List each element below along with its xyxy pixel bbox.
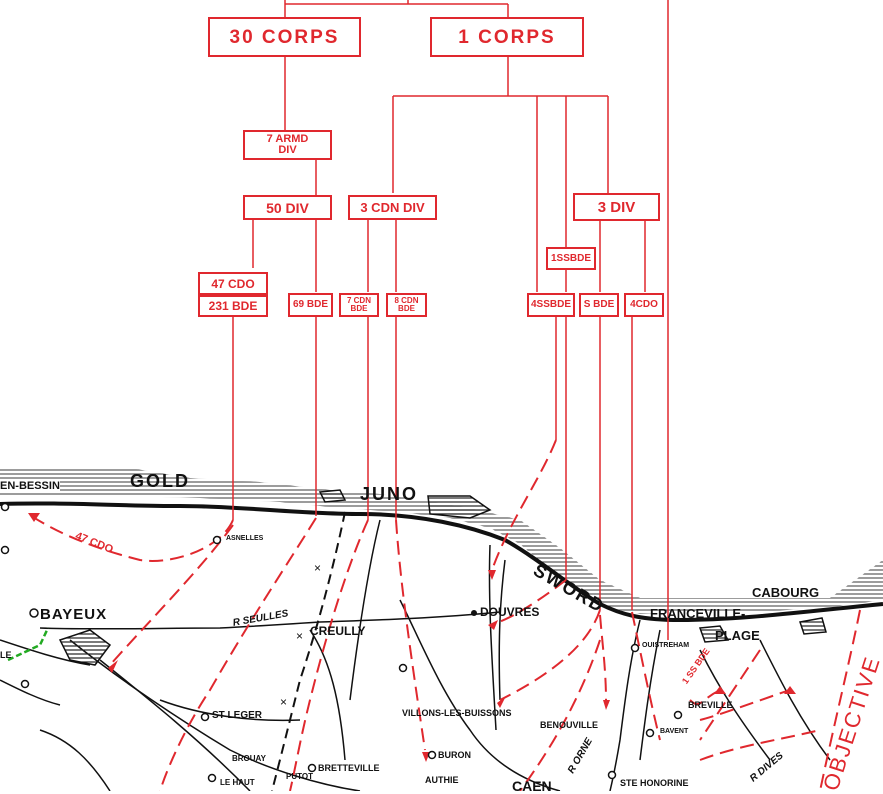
- place-plage: PLAGE: [715, 628, 760, 643]
- douvres-marker: [471, 610, 477, 616]
- bde-s-label: S BDE: [583, 299, 615, 310]
- beach-juno: JUNO: [360, 484, 419, 504]
- armd-7-label-1: 7 ARMD: [266, 133, 309, 145]
- bde-8cdn-label-1: 8 CDN: [394, 296, 419, 305]
- org-lines: [232, 0, 669, 640]
- place-douvres: DOUVRES: [480, 605, 540, 619]
- place-asnelles: ASNELLES: [226, 535, 264, 542]
- place-putot: PUTOT: [286, 772, 313, 781]
- svg-text:×: ×: [296, 629, 303, 643]
- railway: × × ×: [271, 511, 346, 791]
- cdo-4-label: 4CDO: [630, 299, 658, 310]
- bde-7cdn-box: 7 CDN BDE: [339, 293, 379, 317]
- place-ouistreham: OUISTREHAM: [642, 642, 690, 649]
- ss-1-box: 1SSBDE: [546, 247, 596, 270]
- beach-gold: GOLD: [130, 471, 190, 491]
- armd-7-label-2: DIV: [278, 144, 297, 156]
- svg-text:×: ×: [314, 561, 321, 575]
- div-50-label: 50 DIV: [266, 199, 309, 216]
- place-bretteville: BRETTEVILLE: [318, 763, 380, 773]
- place-breville: BREVILLE: [688, 700, 733, 710]
- corps-1-box: 1 CORPS: [430, 17, 584, 57]
- bde-69-label: 69 BDE: [292, 299, 328, 310]
- ss-4-box: 4SSBDE: [527, 293, 575, 317]
- place-markers: [0, 502, 683, 783]
- place-bavent: BAVENT: [660, 728, 689, 735]
- place-cabourg: CABOURG: [752, 585, 820, 600]
- place-left-edge: LE: [0, 650, 12, 660]
- bde-s-box: S BDE: [579, 293, 619, 317]
- armd-7-box: 7 ARMD DIV: [243, 130, 332, 160]
- place-villons: VILLONS-LES-BUISSONS: [402, 708, 512, 718]
- place-le-haut: LE HAUT: [220, 778, 255, 787]
- place-franceville: FRANCEVILLE-: [650, 606, 746, 621]
- div-50-box: 50 DIV: [243, 195, 332, 220]
- place-caen: CAEN: [512, 778, 552, 794]
- div-3-label: 3 DIV: [597, 198, 636, 216]
- div-3cdn-label: 3 CDN DIV: [360, 200, 425, 215]
- bde-8cdn-box: 8 CDN BDE: [386, 293, 427, 317]
- place-authie: AUTHIE: [425, 775, 459, 785]
- place-buron: BURON: [438, 750, 471, 760]
- coastline: [0, 501, 883, 623]
- corps-1-label: 1 CORPS: [458, 26, 556, 48]
- place-benouville: BENOUVILLE: [540, 720, 599, 730]
- bde-231-label: 231 BDE: [208, 299, 258, 313]
- arrow-heads: [28, 513, 796, 762]
- town-blocks: [58, 489, 827, 666]
- assault-arrows: [29, 439, 861, 791]
- bde-8cdn-label-2: BDE: [398, 304, 415, 313]
- corps-30-label: 30 CORPS: [229, 26, 340, 48]
- place-st-leger: ST LEGER: [212, 710, 263, 721]
- cdo-4-box: 4CDO: [624, 293, 664, 317]
- cdo-47-box: 47 CDO: [198, 272, 268, 295]
- place-brouay: BROUAY: [232, 754, 266, 763]
- bde-231-box: 231 BDE: [198, 295, 268, 317]
- place-port-en-bessin: EN-BESSIN: [0, 480, 60, 492]
- cdo-47-label: 47 CDO: [211, 276, 255, 291]
- bde-7cdn-label-1: 7 CDN: [346, 296, 371, 305]
- roads: [0, 519, 831, 791]
- corps-30-box: 30 CORPS: [208, 17, 361, 57]
- place-bayeux: BAYEUX: [40, 606, 108, 623]
- svg-text:×: ×: [280, 695, 287, 709]
- green-route: [7, 627, 50, 662]
- sea-hatching: [0, 468, 883, 614]
- bde-7cdn-label-2: BDE: [350, 304, 368, 313]
- place-creully: CREULLY: [310, 624, 366, 638]
- ss-4-label: 4SSBDE: [530, 299, 571, 310]
- bde-69-box: 69 BDE: [288, 293, 333, 317]
- place-st-honorine: STE HONORINE: [620, 778, 689, 788]
- ss-1-label: 1SSBDE: [550, 252, 591, 264]
- div-3-box: 3 DIV: [573, 193, 660, 221]
- div-3cdn-box: 3 CDN DIV: [348, 195, 437, 220]
